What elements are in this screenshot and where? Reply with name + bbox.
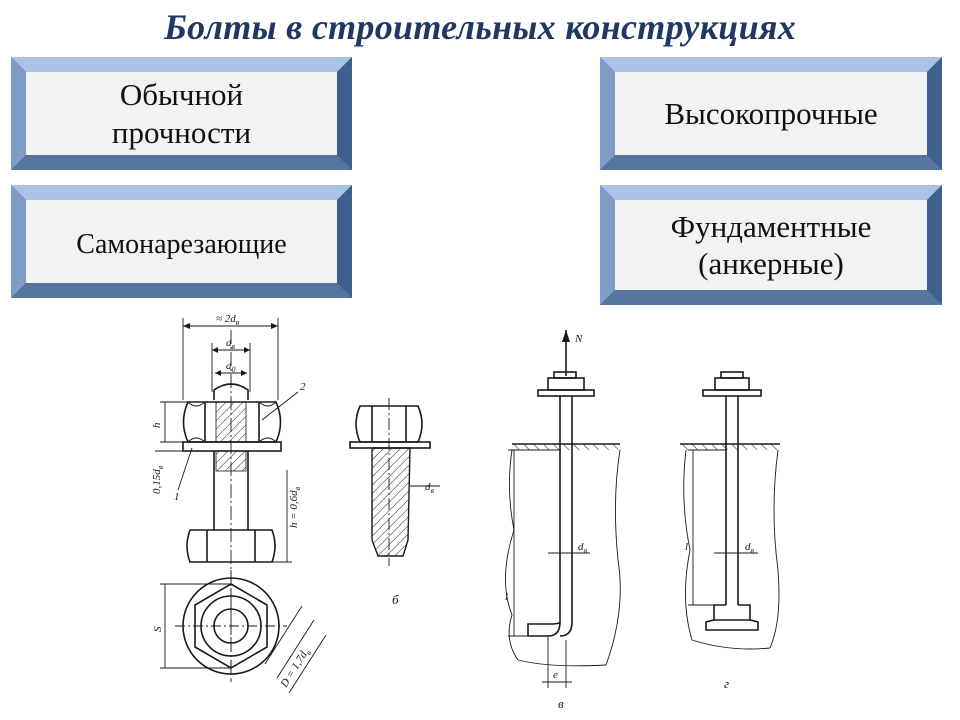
- leader-2: 2: [300, 381, 306, 393]
- dim-g-l-label: l: [685, 541, 688, 553]
- letter-v: в: [558, 696, 564, 711]
- box-high-strength-label: Высокопрочные: [664, 95, 878, 131]
- dim-head-label: h = 0,6dв: [288, 486, 302, 528]
- drawing-b-self-tapping-bolt: dв б: [349, 398, 440, 607]
- dim-washer-label: 0,15dв: [151, 465, 165, 494]
- force-N: N: [574, 333, 583, 345]
- letter-g: г: [724, 676, 729, 691]
- dim-h-label: h: [151, 422, 163, 428]
- box-self-tapping-label: Самонарезающие: [76, 229, 287, 261]
- dim-d-label: dв: [226, 337, 236, 351]
- drawing-v-bent-anchor: N dв l e в: [505, 330, 621, 711]
- box-normal-strength: Обычной прочности: [26, 72, 337, 155]
- dim-b-d-label: dв: [425, 481, 435, 495]
- dim-width-label: ≈ 2dв: [216, 313, 240, 327]
- dim-d0-label: d0: [226, 360, 236, 374]
- box-foundation-line1: Фундаментные: [670, 208, 872, 244]
- letter-b: б: [392, 592, 399, 607]
- drawing-g-plate-anchor: dв l г: [680, 371, 780, 691]
- leader-1: 1: [174, 491, 180, 503]
- box-high-strength: Высокопрочные: [615, 72, 927, 155]
- slide-title: Болты в строительных конструкциях: [163, 7, 797, 47]
- box-normal-strength-line2: прочности: [111, 114, 252, 150]
- box-normal-strength-line1: Обычной: [119, 77, 244, 113]
- dim-v-e-label: e: [553, 669, 558, 681]
- dim-g-d-label: dв: [745, 541, 755, 555]
- box-self-tapping: Самонарезающие: [26, 200, 337, 290]
- dim-v-d-label: dв: [578, 541, 588, 555]
- drawing-a-bolt-with-nut: ≈ 2dв dв d0: [151, 313, 327, 694]
- box-foundation-line2: (анкерные): [698, 246, 844, 281]
- dim-v-l-label: l: [505, 591, 508, 603]
- box-foundation: Фундаментные (анкерные): [615, 200, 927, 290]
- dim-S-label: S: [152, 626, 164, 632]
